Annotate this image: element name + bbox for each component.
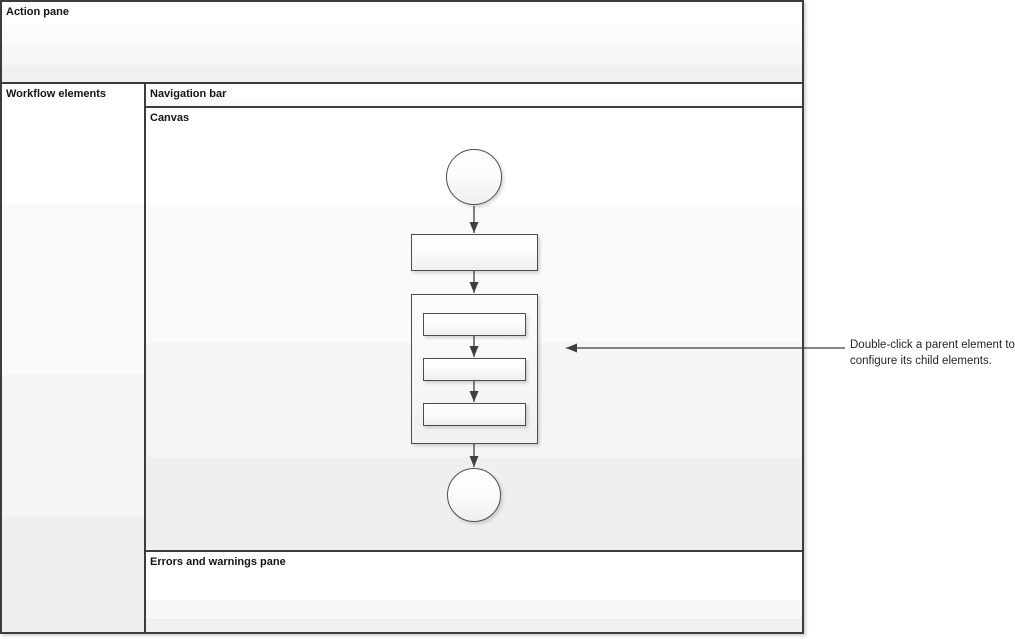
errors-and-warnings-pane-label: Errors and warnings pane	[150, 556, 286, 568]
flowchart-child-element-2[interactable]	[423, 358, 526, 381]
flowchart-end-node[interactable]	[447, 468, 501, 522]
workflow-elements-pane: Workflow elements	[2, 84, 146, 632]
navigation-bar: Navigation bar	[146, 84, 802, 108]
flowchart-start-node[interactable]	[446, 149, 502, 205]
errors-and-warnings-pane: Errors and warnings pane	[146, 552, 802, 632]
annotation-line-2: configure its child elements.	[850, 354, 992, 367]
navigation-bar-label: Navigation bar	[150, 88, 227, 100]
annotation-line-1: Double-click a parent element to	[850, 339, 1015, 351]
action-pane: Action pane	[2, 2, 802, 84]
flowchart-child-element-3[interactable]	[423, 403, 526, 426]
workflow-elements-pane-label: Workflow elements	[6, 88, 107, 100]
action-pane-label: Action pane	[6, 6, 69, 18]
flowchart-task-node[interactable]	[411, 234, 538, 271]
editor-frame: Action pane Workflow elements Navigation…	[0, 0, 804, 634]
flowchart-child-element-1[interactable]	[423, 313, 526, 336]
canvas-pane-label: Canvas	[150, 112, 190, 124]
annotation-callout: Double-click a parent element to configu…	[850, 338, 1015, 369]
